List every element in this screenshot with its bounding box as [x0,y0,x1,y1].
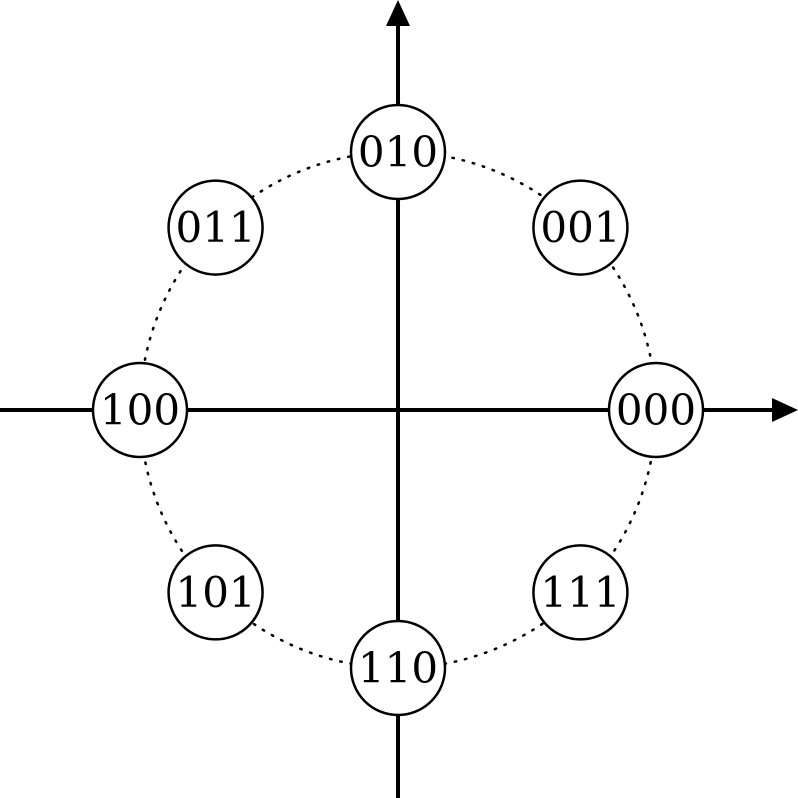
constellation-point-001: 001 [532,179,629,276]
constellation-point-010: 010 [349,103,447,201]
point-label: 010 [358,128,438,177]
point-label: 111 [540,568,620,617]
point-label: 101 [175,568,255,617]
vertical-axis-arrow-icon [386,0,410,26]
point-circle [532,179,629,276]
constellation-point-011: 011 [167,179,264,276]
constellation-point-110: 110 [349,619,447,717]
horizontal-axis-arrow-icon [772,398,798,422]
point-circle [167,544,264,641]
constellation-point-111: 111 [532,544,629,641]
point-label: 011 [175,203,255,252]
point-circle [349,103,447,201]
constellation-point-100: 100 [91,361,189,459]
point-circle [91,361,189,459]
point-circle [349,619,447,717]
point-circle [532,544,629,641]
point-label: 110 [358,644,438,693]
point-label: 001 [540,203,620,252]
point-label: 000 [616,386,696,435]
constellation-point-101: 101 [167,544,264,641]
point-circle [607,361,705,459]
point-circle [167,179,264,276]
point-label: 100 [100,386,180,435]
constellation-point-000: 000 [607,361,705,459]
